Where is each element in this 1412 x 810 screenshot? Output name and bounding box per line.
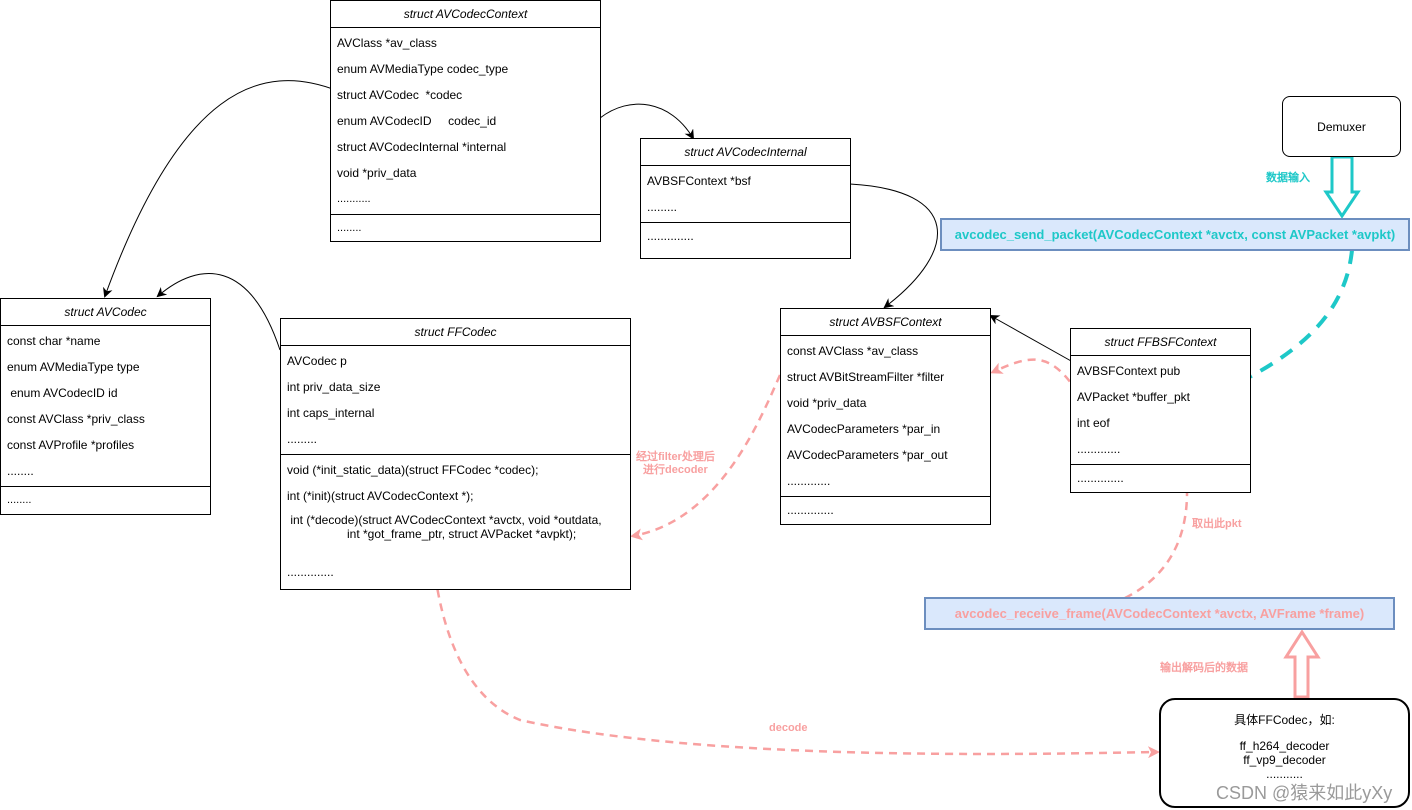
ffcodec-decode-line2: int *got_frame_ptr, struct AVPacket *avp…	[347, 527, 577, 541]
ffcodec-title: struct FFCodec	[281, 319, 630, 346]
avcodecinternal-footer: ..............	[647, 229, 694, 243]
label-data-input: 数据输入	[1266, 172, 1310, 184]
send-packet-node: avcodec_send_packet(AVCodecContext *avct…	[940, 218, 1410, 251]
label-take-pkt: 取出此pkt	[1192, 518, 1242, 530]
concrete-codec-node: 具体FFCodec，如: ff_h264_decoder ff_vp9_deco…	[1159, 698, 1410, 808]
ffbsfcontext-box: struct FFBSFContext AVBSFContext pub AVP…	[1070, 328, 1251, 493]
edge-buffer-to-filter	[990, 358, 1080, 394]
ffbsfcontext-field: .............	[1077, 442, 1121, 456]
ffbsfcontext-field: AVPacket *buffer_pkt	[1077, 390, 1190, 404]
avcodec-field: const char *name	[7, 334, 101, 348]
ffcodec-field: AVCodec p	[287, 354, 347, 368]
edge-bsf-to-avbsfcontext	[849, 183, 938, 309]
ffbsfcontext-title: struct FFBSFContext	[1071, 329, 1250, 356]
ffcodec-decode-line1: int (*decode)(struct AVCodecContext *avc…	[287, 513, 602, 527]
avbsfcontext-field: .............	[787, 474, 831, 488]
ffcodec-field: int caps_internal	[287, 406, 375, 420]
avcodeccontext-title: struct AVCodecContext	[331, 1, 600, 28]
avcodecinternal-title: struct AVCodecInternal	[641, 139, 850, 166]
avcodeccontext-field: ...........	[337, 193, 371, 205]
watermark: CSDN @猿来如此yXy	[1216, 783, 1393, 803]
avcodecinternal-box: struct AVCodecInternal AVBSFContext *bsf…	[640, 138, 851, 259]
edge-codec-to-avcodec	[103, 80, 339, 298]
avcodec-title: struct AVCodec	[1, 299, 210, 326]
avcodec-footer: ........	[7, 494, 32, 506]
avcodeccontext-field: enum AVMediaType codec_type	[337, 62, 509, 76]
demuxer-node: Demuxer	[1282, 96, 1401, 157]
edge-filter-to-decode	[630, 374, 782, 541]
label-decode: decode	[769, 722, 808, 734]
avcodec-field: enum AVMediaType type	[7, 360, 140, 374]
avcodeccontext-field: void *priv_data	[337, 166, 417, 180]
demuxer-arrow	[1323, 155, 1361, 219]
avcodeccontext-box: struct AVCodecContext AVClass *av_class …	[330, 0, 601, 242]
avbsfcontext-field: struct AVBitStreamFilter *filter	[787, 370, 945, 384]
avbsfcontext-field: void *priv_data	[787, 396, 867, 410]
edge-ffcodec-to-avcodec	[156, 273, 281, 351]
concrete-codec-line1: 具体FFCodec，如:	[1234, 713, 1335, 727]
avcodec-field: ........	[7, 464, 34, 478]
avbsfcontext-box: struct AVBSFContext const AVClass *av_cl…	[780, 308, 991, 525]
avcodeccontext-field: struct AVCodec *codec	[337, 88, 463, 102]
avbsfcontext-field: AVCodecParameters *par_in	[787, 422, 941, 436]
edge-decode-to-concrete-codec	[430, 547, 1160, 759]
concrete-codec-line3: ff_vp9_decoder	[1243, 753, 1326, 767]
avbsfcontext-field: const AVClass *av_class	[787, 344, 919, 358]
ffcodec-box: struct FFCodec AVCodec p int priv_data_s…	[280, 318, 631, 590]
avcodec-field: const AVProfile *profiles	[7, 438, 135, 452]
label-output-decoded: 输出解码后的数据	[1160, 662, 1248, 674]
ffbsfcontext-field: AVBSFContext pub	[1077, 364, 1181, 378]
avbsfcontext-footer: ..............	[787, 503, 834, 517]
concrete-codec-line2: ff_h264_decoder	[1239, 739, 1330, 753]
avcodec-box: struct AVCodec const char *name enum AVM…	[0, 298, 211, 515]
ffcodec-field: .........	[287, 432, 318, 446]
ffcodec-footer: ..............	[287, 565, 334, 579]
avcodeccontext-footer: ........	[337, 222, 362, 234]
avcodecinternal-field: .........	[647, 200, 678, 214]
concrete-codec-line4: ...........	[1266, 767, 1303, 781]
label-filter-then-decoder: 经过filter处理后 进行decoder	[636, 451, 715, 476]
avcodecinternal-field: AVBSFContext *bsf	[647, 174, 751, 188]
output-arrow	[1283, 629, 1321, 699]
avcodeccontext-field: struct AVCodecInternal *internal	[337, 140, 507, 154]
edge-pub-to-avbsfcontext	[989, 315, 1081, 367]
avcodec-field: const AVClass *priv_class	[7, 412, 145, 426]
ffcodec-method: int (*init)(struct AVCodecContext *);	[287, 489, 474, 503]
avcodeccontext-field: enum AVCodecID codec_id	[337, 114, 497, 128]
ffbsfcontext-field: int eof	[1077, 416, 1110, 430]
ffbsfcontext-footer: ..............	[1077, 471, 1124, 485]
receive-frame-node: avcodec_receive_frame(AVCodecContext *av…	[924, 597, 1395, 630]
avbsfcontext-field: AVCodecParameters *par_out	[787, 448, 948, 462]
ffcodec-field: int priv_data_size	[287, 380, 381, 394]
avcodeccontext-field: AVClass *av_class	[337, 36, 437, 50]
avcodec-field: enum AVCodecID id	[7, 386, 118, 400]
avbsfcontext-title: struct AVBSFContext	[781, 309, 990, 336]
ffcodec-method: void (*init_static_data)(struct FFCodec …	[287, 463, 539, 477]
